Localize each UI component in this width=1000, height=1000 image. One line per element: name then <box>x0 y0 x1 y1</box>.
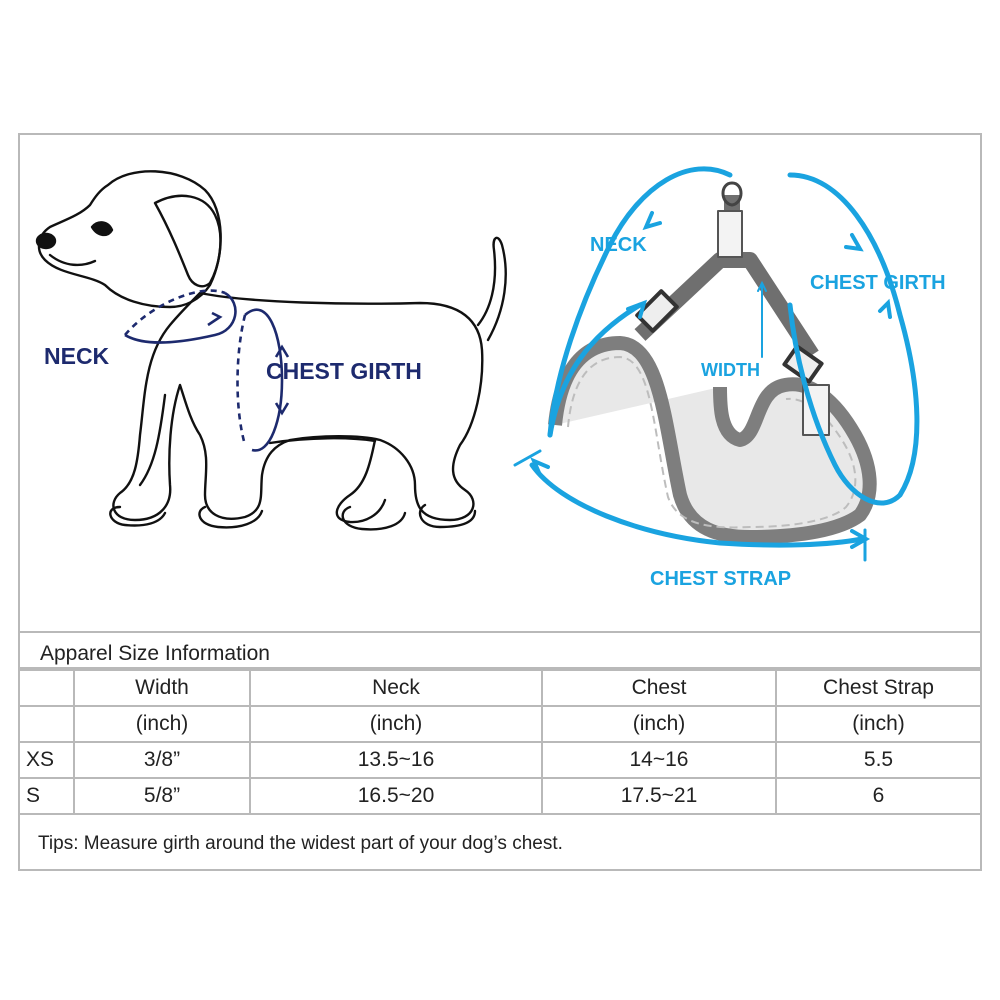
harness-measure-arrows <box>513 166 920 562</box>
harness-pad-inner <box>567 356 857 529</box>
measurement-tips: Tips: Measure girth around the widest pa… <box>38 833 563 854</box>
harness-chest-strap-tick <box>513 449 542 467</box>
table-header-cell: Width <box>73 669 251 707</box>
table-header-cell: Neck <box>249 669 543 707</box>
table-header-row: Width Neck Chest Chest Strap <box>20 669 980 707</box>
table-cell: 17.5~21 <box>541 777 777 815</box>
dog-eye <box>90 221 114 237</box>
harness-neck-arrow <box>547 166 733 438</box>
harness-chest-arrow <box>787 172 920 506</box>
dog-belly-line <box>268 437 377 445</box>
dog-tail-outline <box>476 236 507 342</box>
dog-ear-outline <box>153 194 222 288</box>
table-cell: 13.5~16 <box>249 741 543 779</box>
table-cell: 5/8” <box>73 777 251 815</box>
table-cell: XS <box>20 741 75 779</box>
dog-illustration <box>35 170 507 531</box>
table-units-row: (inch) (inch) (inch) (inch) <box>20 705 980 743</box>
dog-body-outline <box>112 291 484 522</box>
table-cell: 6 <box>775 777 980 815</box>
size-table: Width Neck Chest Chest Strap (inch) (inc… <box>20 669 980 815</box>
table-cell: (inch) <box>73 705 251 743</box>
dog-paw <box>198 505 264 529</box>
table-cell: S <box>20 777 75 815</box>
diagram-illustration <box>35 166 920 562</box>
harness-buckle <box>635 289 679 333</box>
dog-neck-label: NECK <box>44 343 110 369</box>
table-row: XS 3/8” 13.5~16 14~16 5.5 <box>20 741 980 779</box>
harness-chest-strap-arrow <box>529 462 865 548</box>
dog-nose <box>35 232 57 250</box>
harness-tag <box>717 210 743 258</box>
table-header-cell: Chest Strap <box>775 669 980 707</box>
table-row: S 5/8” 16.5~20 17.5~21 6 <box>20 777 980 815</box>
dog-chest-girth-label: CHEST GIRTH <box>266 358 422 384</box>
dog-leg-line <box>335 438 387 524</box>
harness-chest-strap-label: CHEST STRAP <box>650 568 792 590</box>
harness-d-ring <box>721 181 743 207</box>
harness-neck-label: NECK <box>590 234 647 256</box>
measurement-diagram: NECK CHEST GIRTH NECK CHEST GIRTH WIDTH … <box>20 135 980 631</box>
table-cell: (inch) <box>775 705 980 743</box>
table-caption: Apparel Size Information <box>20 631 980 669</box>
dog-neck-measure <box>124 289 237 344</box>
harness-pad-outer <box>548 336 877 544</box>
harness-strap <box>634 252 819 360</box>
harness-illustration <box>548 181 877 544</box>
dog-paw <box>341 505 407 531</box>
dog-paw <box>109 505 167 527</box>
size-table-section: Apparel Size Information Width Neck Ches… <box>20 631 980 869</box>
table-cell: 5.5 <box>775 741 980 779</box>
table-cell: 16.5~20 <box>249 777 543 815</box>
table-cell: (inch) <box>249 705 543 743</box>
dog-paw <box>418 503 477 529</box>
dog-mouth <box>48 253 97 267</box>
table-header-cell: Chest <box>541 669 777 707</box>
harness-neck-return <box>547 302 643 438</box>
dog-leg-line <box>138 393 167 487</box>
harness-buckle <box>782 344 824 384</box>
harness-chest-girth-label: CHEST GIRTH <box>810 272 946 294</box>
table-cell: 3/8” <box>73 741 251 779</box>
dog-head-outline <box>37 170 222 309</box>
size-chart-frame: NECK CHEST GIRTH NECK CHEST GIRTH WIDTH … <box>18 133 982 871</box>
table-cell: (inch) <box>541 705 777 743</box>
harness-width-label: WIDTH <box>701 360 760 380</box>
dog-chest-measure <box>236 308 290 452</box>
table-cell <box>20 705 75 743</box>
table-cell: 14~16 <box>541 741 777 779</box>
table-header-cell <box>20 669 75 707</box>
